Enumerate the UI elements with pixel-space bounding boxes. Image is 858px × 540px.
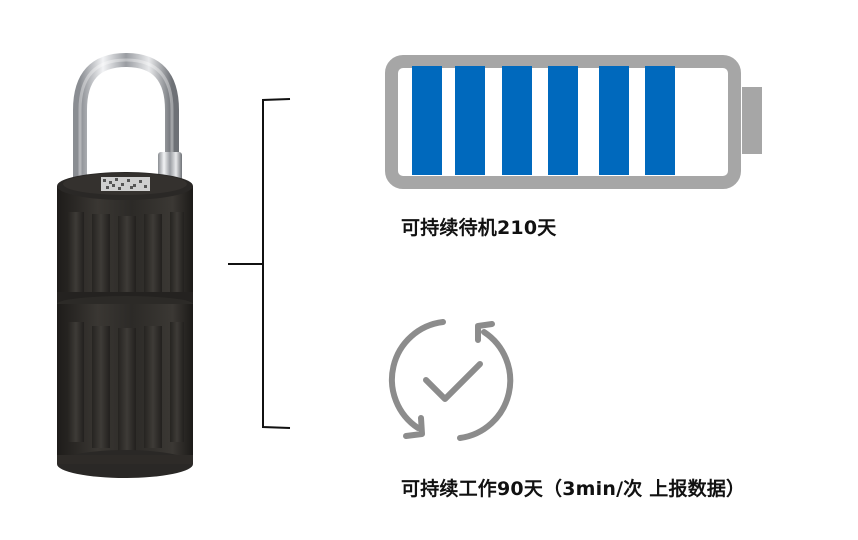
product-image xyxy=(0,0,240,536)
battery-terminal xyxy=(742,87,762,154)
battery-bar-2 xyxy=(455,66,485,175)
battery-bar-6 xyxy=(645,66,675,175)
battery-bar-3 xyxy=(502,66,532,175)
battery-bar-4 xyxy=(548,66,578,175)
sync-check-icon xyxy=(380,310,520,450)
bracket-icon xyxy=(228,98,291,429)
padlock-icon xyxy=(57,52,193,478)
battery-graphic xyxy=(380,48,770,193)
battery-bar-1 xyxy=(412,66,442,175)
battery-bar-5 xyxy=(599,66,629,175)
standby-duration-label: 可持续待机210天 xyxy=(401,217,557,239)
work-duration-label: 可持续工作90天（3min/次 上报数据） xyxy=(401,478,746,500)
bracket-connector xyxy=(220,85,300,445)
